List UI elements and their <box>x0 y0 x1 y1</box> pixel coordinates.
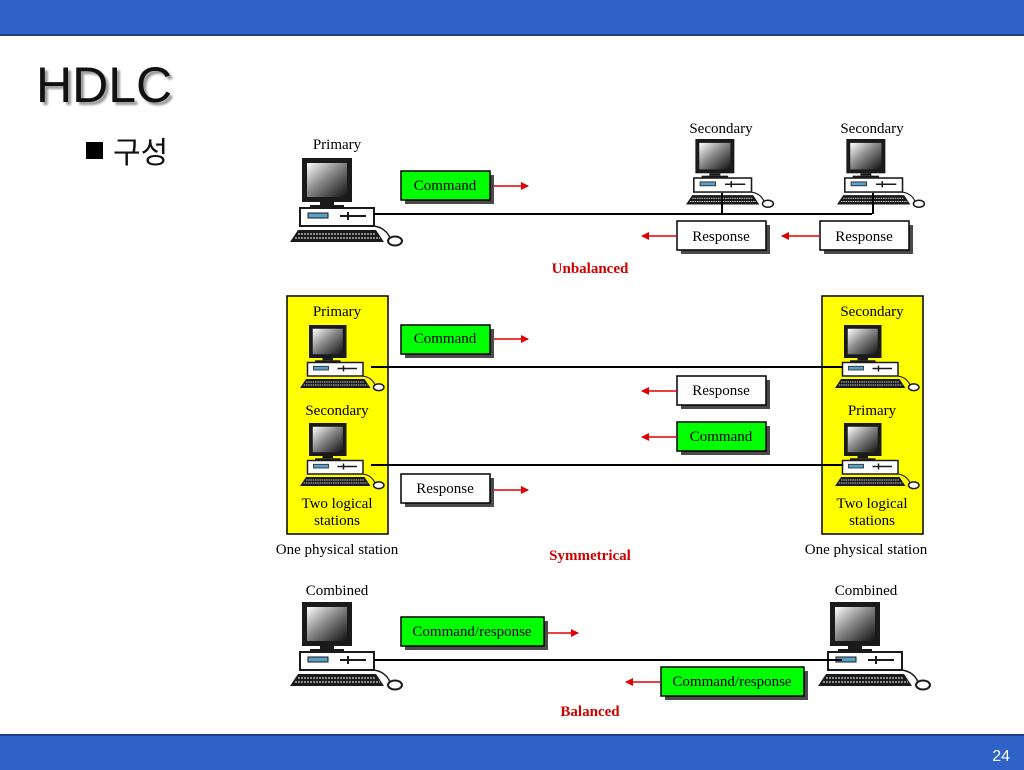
sym-response-box-2: Response <box>400 473 494 507</box>
sym-command2-text: Command <box>690 429 753 445</box>
unbalanced-caption: Unbalanced <box>552 261 629 277</box>
unbalanced-secondary1-label: Secondary <box>689 121 753 137</box>
balanced-caption: Balanced <box>560 704 620 720</box>
unbalanced-secondary2-label: Secondary <box>840 121 904 137</box>
balanced-msg2-text: Command/response <box>672 674 791 690</box>
bottom-bar: 24 <box>0 734 1024 770</box>
balanced-right-label: Combined <box>835 583 898 599</box>
sym-left-logical-line2: stations <box>314 513 360 529</box>
sym-response1-text: Response <box>692 383 750 399</box>
top-bar <box>0 0 1024 36</box>
sym-right-secondary-label: Secondary <box>840 304 904 320</box>
unbalanced-response-box-2: Response <box>819 220 913 254</box>
balanced-msg-box-2: Command/response <box>660 666 808 700</box>
sym-left-logical-line1: Two logical <box>301 496 372 512</box>
sym-right-logical-line2: stations <box>849 513 895 529</box>
unbalanced-response2-text: Response <box>835 229 893 245</box>
unbalanced-primary-computer-icon <box>289 157 403 247</box>
balanced-msg1-text: Command/response <box>412 624 531 640</box>
unbalanced-command-text: Command <box>414 178 477 194</box>
sym-command-box-2: Command <box>676 421 770 455</box>
unbalanced-response1-text: Response <box>692 229 750 245</box>
sym-command1-text: Command <box>414 331 477 347</box>
unbalanced-command-box: Command <box>400 170 494 204</box>
unbalanced-secondary1-computer-icon <box>685 138 775 209</box>
sym-right-logical-line1: Two logical <box>836 496 907 512</box>
balanced-msg-box-1: Command/response <box>400 616 548 650</box>
bullet-text: 구성 <box>113 136 169 171</box>
sym-right-station-caption: One physical station <box>805 542 928 558</box>
balanced-left-label: Combined <box>306 583 369 599</box>
square-bullet-icon <box>86 142 103 159</box>
sym-left-secondary-label: Secondary <box>305 403 369 419</box>
sym-command-box-1: Command <box>400 324 494 358</box>
sym-right-primary-label: Primary <box>848 403 897 419</box>
slide-title: HDLC <box>36 57 173 113</box>
sym-response-box-1: Response <box>676 375 770 409</box>
symmetrical-caption: Symmetrical <box>549 548 631 564</box>
unbalanced-secondary2-computer-icon <box>836 138 926 209</box>
balanced-left-computer-icon <box>289 601 403 691</box>
bullet-item: 구성 <box>86 128 168 172</box>
page-number: 24 <box>992 748 1010 765</box>
sym-left-primary-label: Primary <box>313 304 362 320</box>
balanced-right-computer-icon <box>817 601 931 691</box>
sym-response2-text: Response <box>416 481 474 497</box>
unbalanced-primary-label: Primary <box>313 137 362 153</box>
unbalanced-response-box-1: Response <box>676 220 770 254</box>
sym-left-station-caption: One physical station <box>276 542 399 558</box>
